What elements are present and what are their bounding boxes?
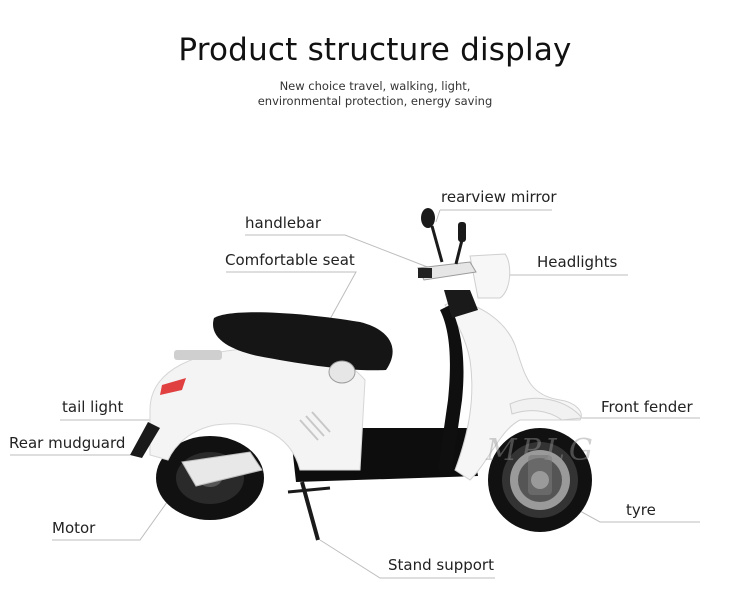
label-handlebar: handlebar [245,214,322,232]
leader-handlebar [245,234,431,269]
front-body [444,299,582,481]
label-rear-mudguard: Rear mudguard [9,434,126,452]
rear-rack [174,350,222,360]
label-tyre: tyre [626,501,656,519]
leader-seat [226,271,357,331]
motor-cover [181,451,263,487]
front-fender [509,397,583,421]
front-tyre [488,428,592,532]
label-tail-light: tail light [62,398,124,416]
leg-shield-inner [438,305,464,470]
label-comfortable-seat: Comfortable seat [225,251,355,269]
leader-rearview-mirror-drop [435,209,441,223]
label-motor: Motor [52,519,96,537]
steering-column [444,290,478,318]
subtitle-line-1: New choice travel, walking, light, [279,79,471,93]
headlight [469,253,511,299]
leader-lines [10,209,700,579]
label-rearview-mirror: rearview mirror [441,188,557,206]
label-stand-support: Stand support [388,556,494,574]
label-headlights: Headlights [537,253,618,271]
side-vents [299,411,331,441]
rearview-mirror [421,208,466,265]
handlebar-grip [418,268,432,278]
tail-light [160,378,186,395]
page-title: Product structure display [178,32,572,68]
charge-cap [328,360,356,384]
rear-mudguard [130,422,160,458]
label-front-fender: Front fender [601,398,693,416]
leader-stand [319,539,495,579]
watermark-logo: MPLG [486,433,597,468]
stand-support [287,481,331,541]
subtitle-line-2: environmental protection, energy saving [257,94,493,108]
seat [213,312,393,371]
